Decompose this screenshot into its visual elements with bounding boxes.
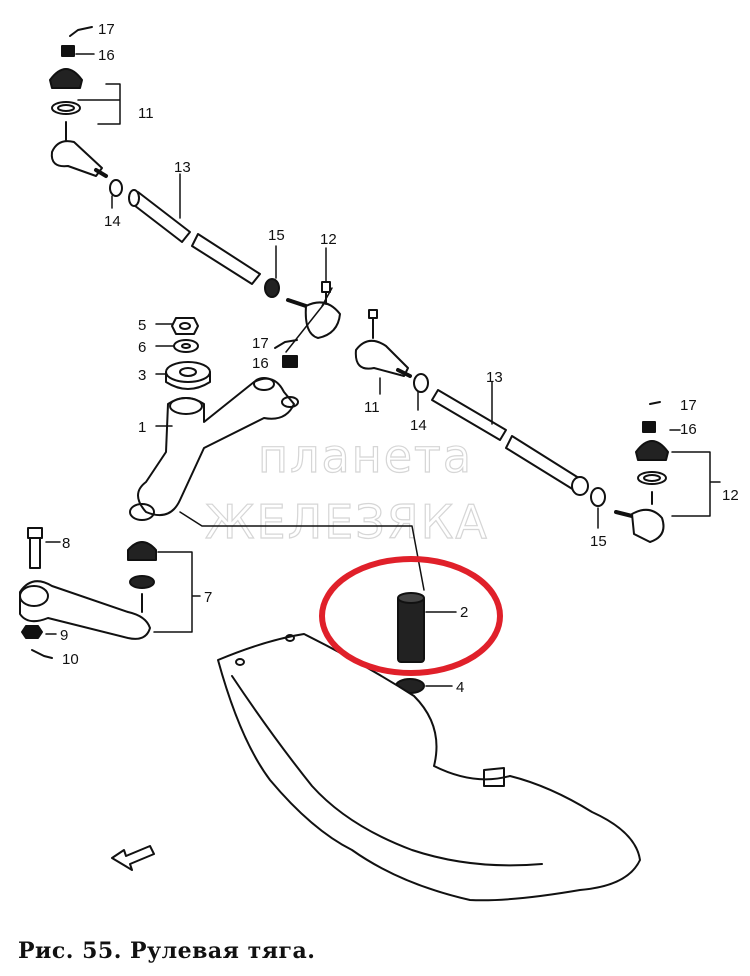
upper-tie-end-top-parts	[49, 26, 93, 115]
upper-tie-rod-13	[128, 189, 261, 285]
idler-arm-1	[129, 377, 299, 521]
pitman-cotter-10	[31, 649, 53, 659]
callout-16-top: 16	[98, 47, 115, 64]
right-clamp-15	[590, 487, 606, 507]
callout-7: 7	[204, 589, 212, 606]
callout-9: 9	[60, 627, 68, 644]
upper-left-tie-rod-end	[50, 121, 108, 178]
callout-2: 2	[460, 604, 468, 621]
figure-caption: Рис. 55. Рулевая тяга.	[18, 938, 316, 964]
callout-11-top: 11	[138, 105, 154, 122]
callout-12-top: 12	[320, 231, 337, 248]
callout-10: 10	[62, 651, 79, 668]
highlight-circle	[319, 556, 503, 676]
callout-16-mid: 16	[252, 355, 269, 372]
mid-cotter-pin-17	[274, 339, 298, 349]
callout-4: 4	[456, 679, 464, 696]
idler-nut-5	[171, 317, 199, 335]
pitman-boot-7	[127, 541, 157, 613]
callout-15-top: 15	[268, 227, 285, 244]
right-tie-rod-end-12-parts	[614, 401, 669, 543]
callout-8: 8	[62, 535, 70, 552]
pitman-bolt-8	[27, 527, 43, 569]
callout-14-top: 14	[104, 213, 121, 230]
callout-16-right: 16	[680, 421, 697, 438]
callout-17-mid: 17	[252, 335, 269, 352]
callout-3: 3	[138, 367, 146, 384]
chassis-crossmember	[217, 633, 641, 902]
right-clamp-14	[413, 373, 429, 393]
sleeve-part-2	[397, 592, 425, 663]
callout-1: 1	[138, 419, 146, 436]
callout-17-right: 17	[680, 397, 697, 414]
mid-nut-16	[282, 355, 298, 368]
upper-left-clamp-14	[109, 179, 123, 197]
watermark-line2: ЖЕЛЕЗЯКА	[205, 495, 489, 549]
front-direction-arrow	[111, 845, 155, 871]
callout-11-right: 11	[364, 399, 380, 416]
callout-5: 5	[138, 317, 146, 334]
right-tie-rod-13	[431, 389, 589, 496]
idler-washer-6	[173, 339, 199, 353]
upper-right-clamp-15	[264, 278, 280, 298]
watermark-line1: планета	[258, 429, 473, 483]
callout-6: 6	[138, 339, 146, 356]
callout-17-top: 17	[98, 21, 115, 38]
upper-right-tie-rod-end-12	[286, 281, 341, 339]
callout-numbers: 17 16 11 13 14 15 12 5 6 3 1 17 16 11 13…	[60, 21, 739, 696]
callout-13-top: 13	[174, 159, 191, 176]
idler-bushing-3	[165, 361, 211, 390]
callout-14-right: 14	[410, 417, 427, 434]
callout-15-right: 15	[590, 533, 607, 550]
callout-13-right: 13	[486, 369, 503, 386]
pitman-arm	[19, 580, 151, 640]
pitman-nut-9	[21, 625, 43, 639]
callout-12-right: 12	[722, 487, 739, 504]
right-tie-rod-end-11	[354, 309, 412, 378]
